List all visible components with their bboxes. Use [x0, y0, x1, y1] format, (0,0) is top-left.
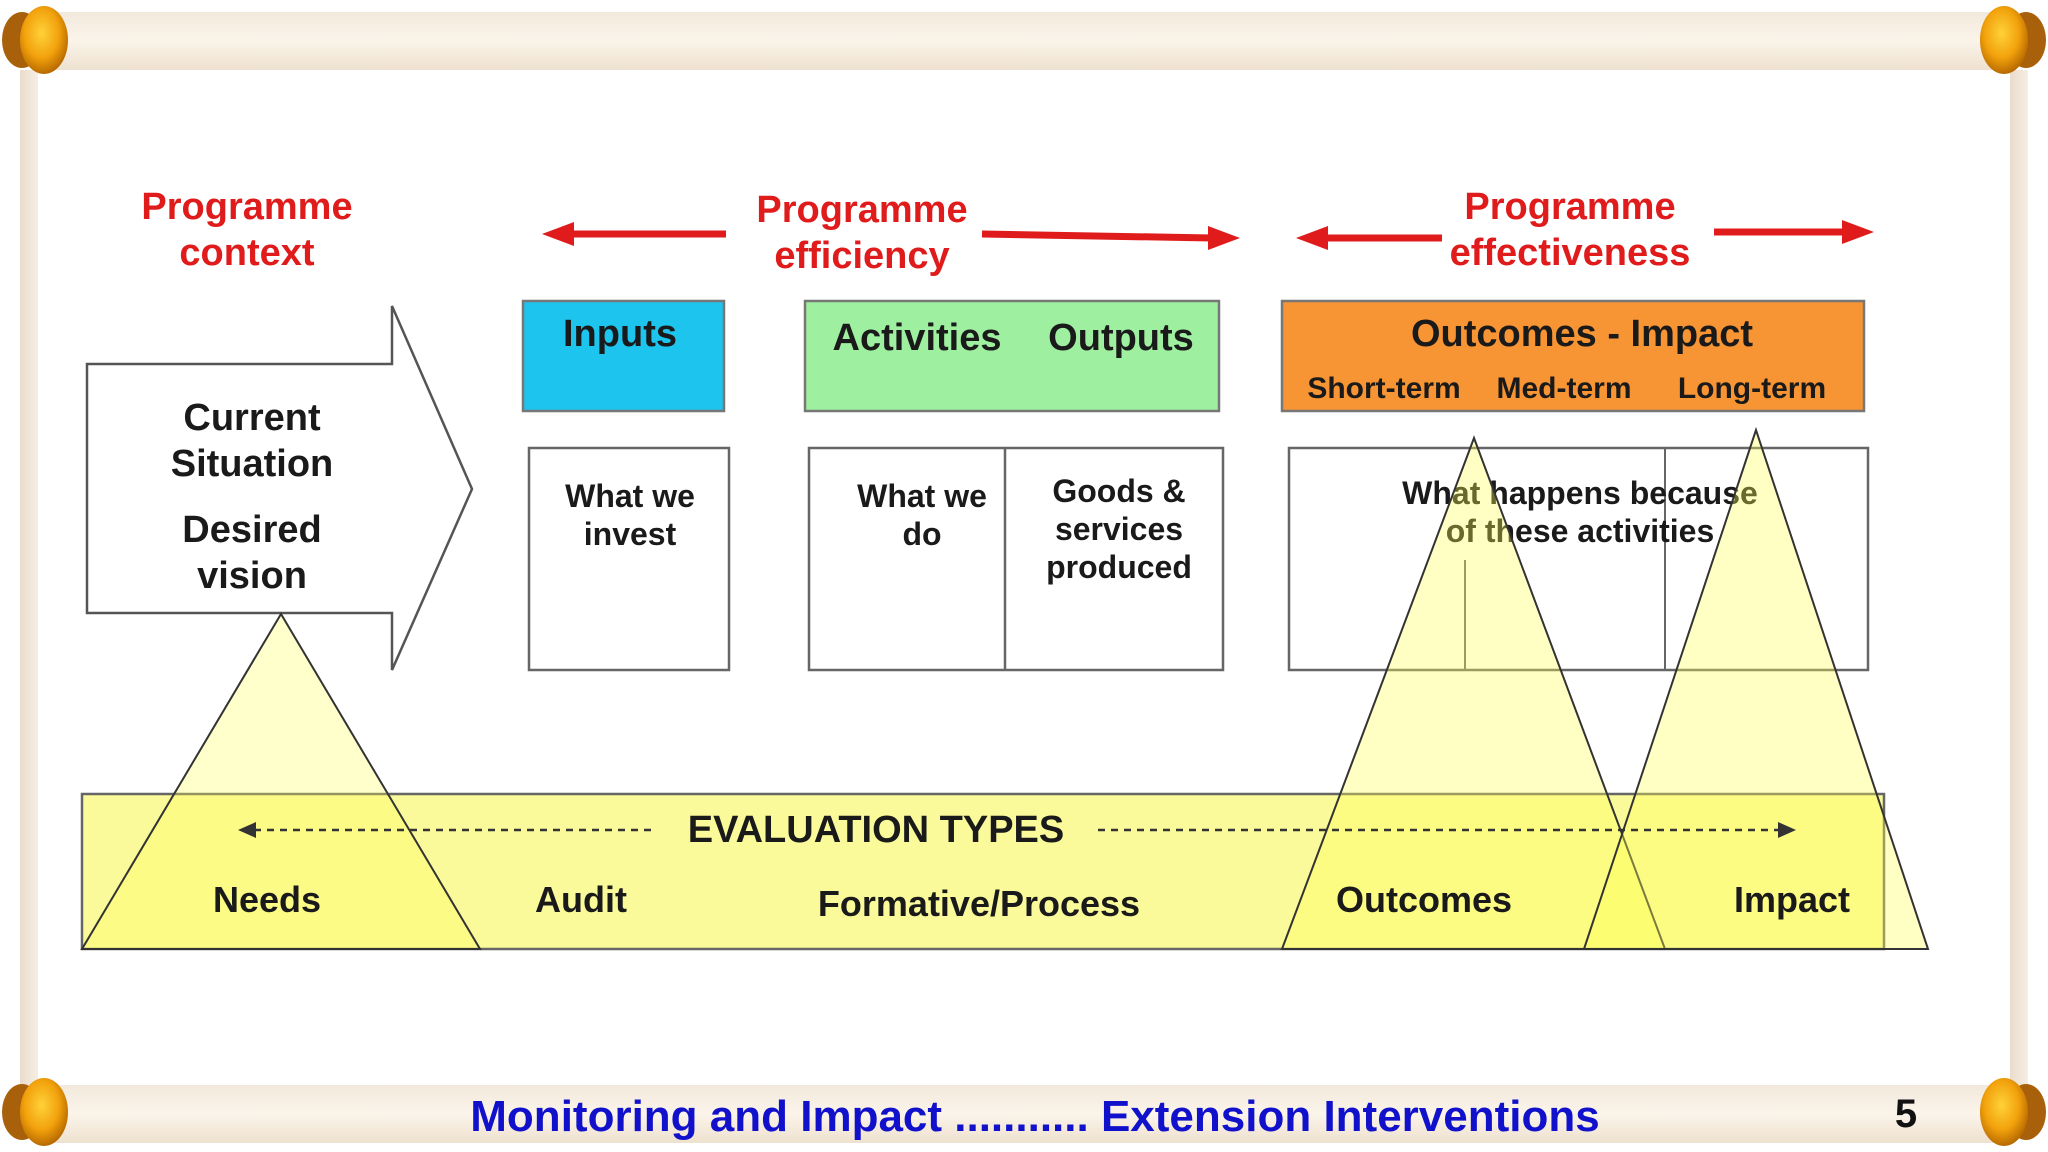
- activities-desc-line1: What we: [857, 478, 987, 514]
- evaluation-band: [80, 792, 1886, 951]
- activities-outputs-desc-box: [807, 446, 1225, 672]
- outcomes-triangle: [1280, 435, 1667, 950]
- scroll-frame: [2, 6, 2046, 1146]
- outcomes-header: Outcomes - Impact: [1411, 313, 1753, 355]
- context-title-line1: Programme: [141, 186, 352, 228]
- outcomes-med-term: Med-term: [1496, 372, 1631, 405]
- scroll-bottom-bar: [40, 1085, 2008, 1143]
- scroll-knob-top-left: [2, 6, 68, 74]
- effectiveness-title-line2: effectiveness: [1450, 232, 1691, 274]
- scroll-right-edge: [2010, 70, 2028, 1085]
- outcomes-header-box: [1280, 299, 1866, 413]
- activities-header: Activities: [833, 317, 1002, 359]
- outcomes-long-term: Long-term: [1678, 372, 1826, 405]
- effectiveness-title-line1: Programme: [1464, 186, 1675, 228]
- inputs-desc-box: [527, 446, 731, 672]
- outputs-desc-line1: Goods &: [1052, 473, 1185, 509]
- evaluation-title: EVALUATION TYPES: [688, 809, 1065, 851]
- page-number: 5: [1895, 1092, 1917, 1136]
- outputs-header: Outputs: [1048, 317, 1194, 359]
- evaluation-type-audit: Audit: [535, 879, 627, 920]
- efficiency-title-line1: Programme: [756, 189, 967, 231]
- inputs-header: Inputs: [563, 313, 677, 355]
- activities-header-box: [803, 299, 1221, 413]
- inputs-desc-line1: What we: [565, 478, 695, 514]
- outcomes-desc-line2: of these activities: [1446, 513, 1715, 549]
- efficiency-left-arrowhead: [542, 222, 574, 246]
- situation-line1: Current: [183, 397, 321, 439]
- effectiveness-left-arrowhead: [1296, 226, 1328, 250]
- effectiveness-right-arrowhead: [1842, 220, 1874, 244]
- evaluation-dashed-right-head: [1778, 822, 1796, 838]
- outcomes-desc-line1: What happens because: [1402, 475, 1758, 511]
- situation-line3: Desired: [182, 509, 321, 551]
- situation-arrow: [85, 305, 474, 671]
- scroll-knob-bottom-right: [1980, 1078, 2046, 1146]
- outputs-desc-line3: produced: [1046, 549, 1192, 585]
- needs-triangle: [80, 612, 482, 950]
- efficiency-title-line2: efficiency: [774, 235, 949, 277]
- evaluation-dashed-left-head: [238, 822, 256, 838]
- scroll-top-bar: [40, 12, 2008, 70]
- evaluation-type-impact: Impact: [1734, 879, 1850, 920]
- evaluation-type-needs: Needs: [213, 879, 321, 920]
- efficiency-right-arrowhead: [1208, 226, 1240, 250]
- situation-line4: vision: [197, 555, 307, 597]
- scroll-left-edge: [20, 70, 38, 1085]
- activities-desc-line2: do: [902, 516, 941, 552]
- impact-triangle: [1582, 426, 1930, 950]
- evaluation-type-formative: Formative/Process: [818, 883, 1140, 924]
- footer-title: Monitoring and Impact ........... Extens…: [470, 1092, 1599, 1141]
- context-title-line2: context: [179, 232, 314, 274]
- outputs-desc-line2: services: [1055, 511, 1183, 547]
- outcomes-short-term: Short-term: [1307, 372, 1460, 405]
- situation-line2: Situation: [171, 443, 334, 485]
- efficiency-right-arrow: [981, 230, 1213, 242]
- outcomes-desc-box: [1287, 446, 1870, 672]
- scroll-knob-top-right: [1980, 6, 2046, 74]
- evaluation-type-outcomes: Outcomes: [1336, 879, 1512, 920]
- inputs-desc-line2: invest: [584, 516, 677, 552]
- inputs-header-box: [521, 299, 726, 413]
- scroll-knob-bottom-left: [2, 1078, 68, 1146]
